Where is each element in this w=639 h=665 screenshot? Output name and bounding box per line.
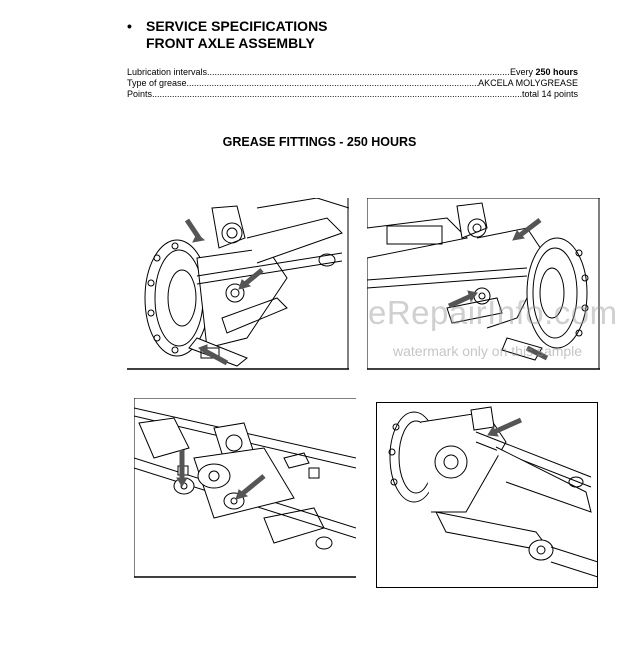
callout-arrow-icon [512,230,526,241]
figure-axle-assembly [376,402,598,588]
spec-label: Points [127,89,153,99]
spec-label: Type of grease [127,78,187,88]
heading-subtitle: FRONT AXLE ASSEMBLY [146,35,315,51]
callout-arrow-icon [198,344,208,357]
section-title: GREASE FITTINGS - 250 HOURS [222,135,417,149]
callout-arrow-icon [487,426,499,437]
spec-value: total 14 points [521,89,578,99]
spec-label: Lubrication intervals [127,67,208,77]
callout-arrow-icon [176,477,188,487]
watermark-note: watermark only on this sample [393,343,583,359]
spec-value: AKCELA MOLYGREASE [478,78,578,88]
figure-axle-hub-left [127,198,349,370]
spec-list: Lubrication intervals Every 250 hours Ty… [127,67,578,100]
watermark-brand: eRepairInfo.com [368,294,618,331]
callout-arrow-icon [238,279,252,290]
heading-bullet: • [127,18,132,34]
figure-axle-hub-right [367,198,600,370]
heading-title: SERVICE SPECIFICATIONS [146,18,328,34]
callout-arrow-icon [192,233,206,243]
spec-value: Every 250 hours [509,67,578,77]
figure-axle-pivot [134,398,356,578]
callout-arrow-icon [235,489,249,500]
spec-leader-dots [187,78,479,89]
spec-row-points: Points total 14 points [127,89,578,100]
spec-leader-dots [152,89,522,100]
spec-leader-dots [207,67,510,78]
spec-row-lubrication: Lubrication intervals Every 250 hours [127,67,578,78]
callout-arrow-icon [467,290,478,303]
spec-row-grease: Type of grease AKCELA MOLYGREASE [127,78,578,89]
